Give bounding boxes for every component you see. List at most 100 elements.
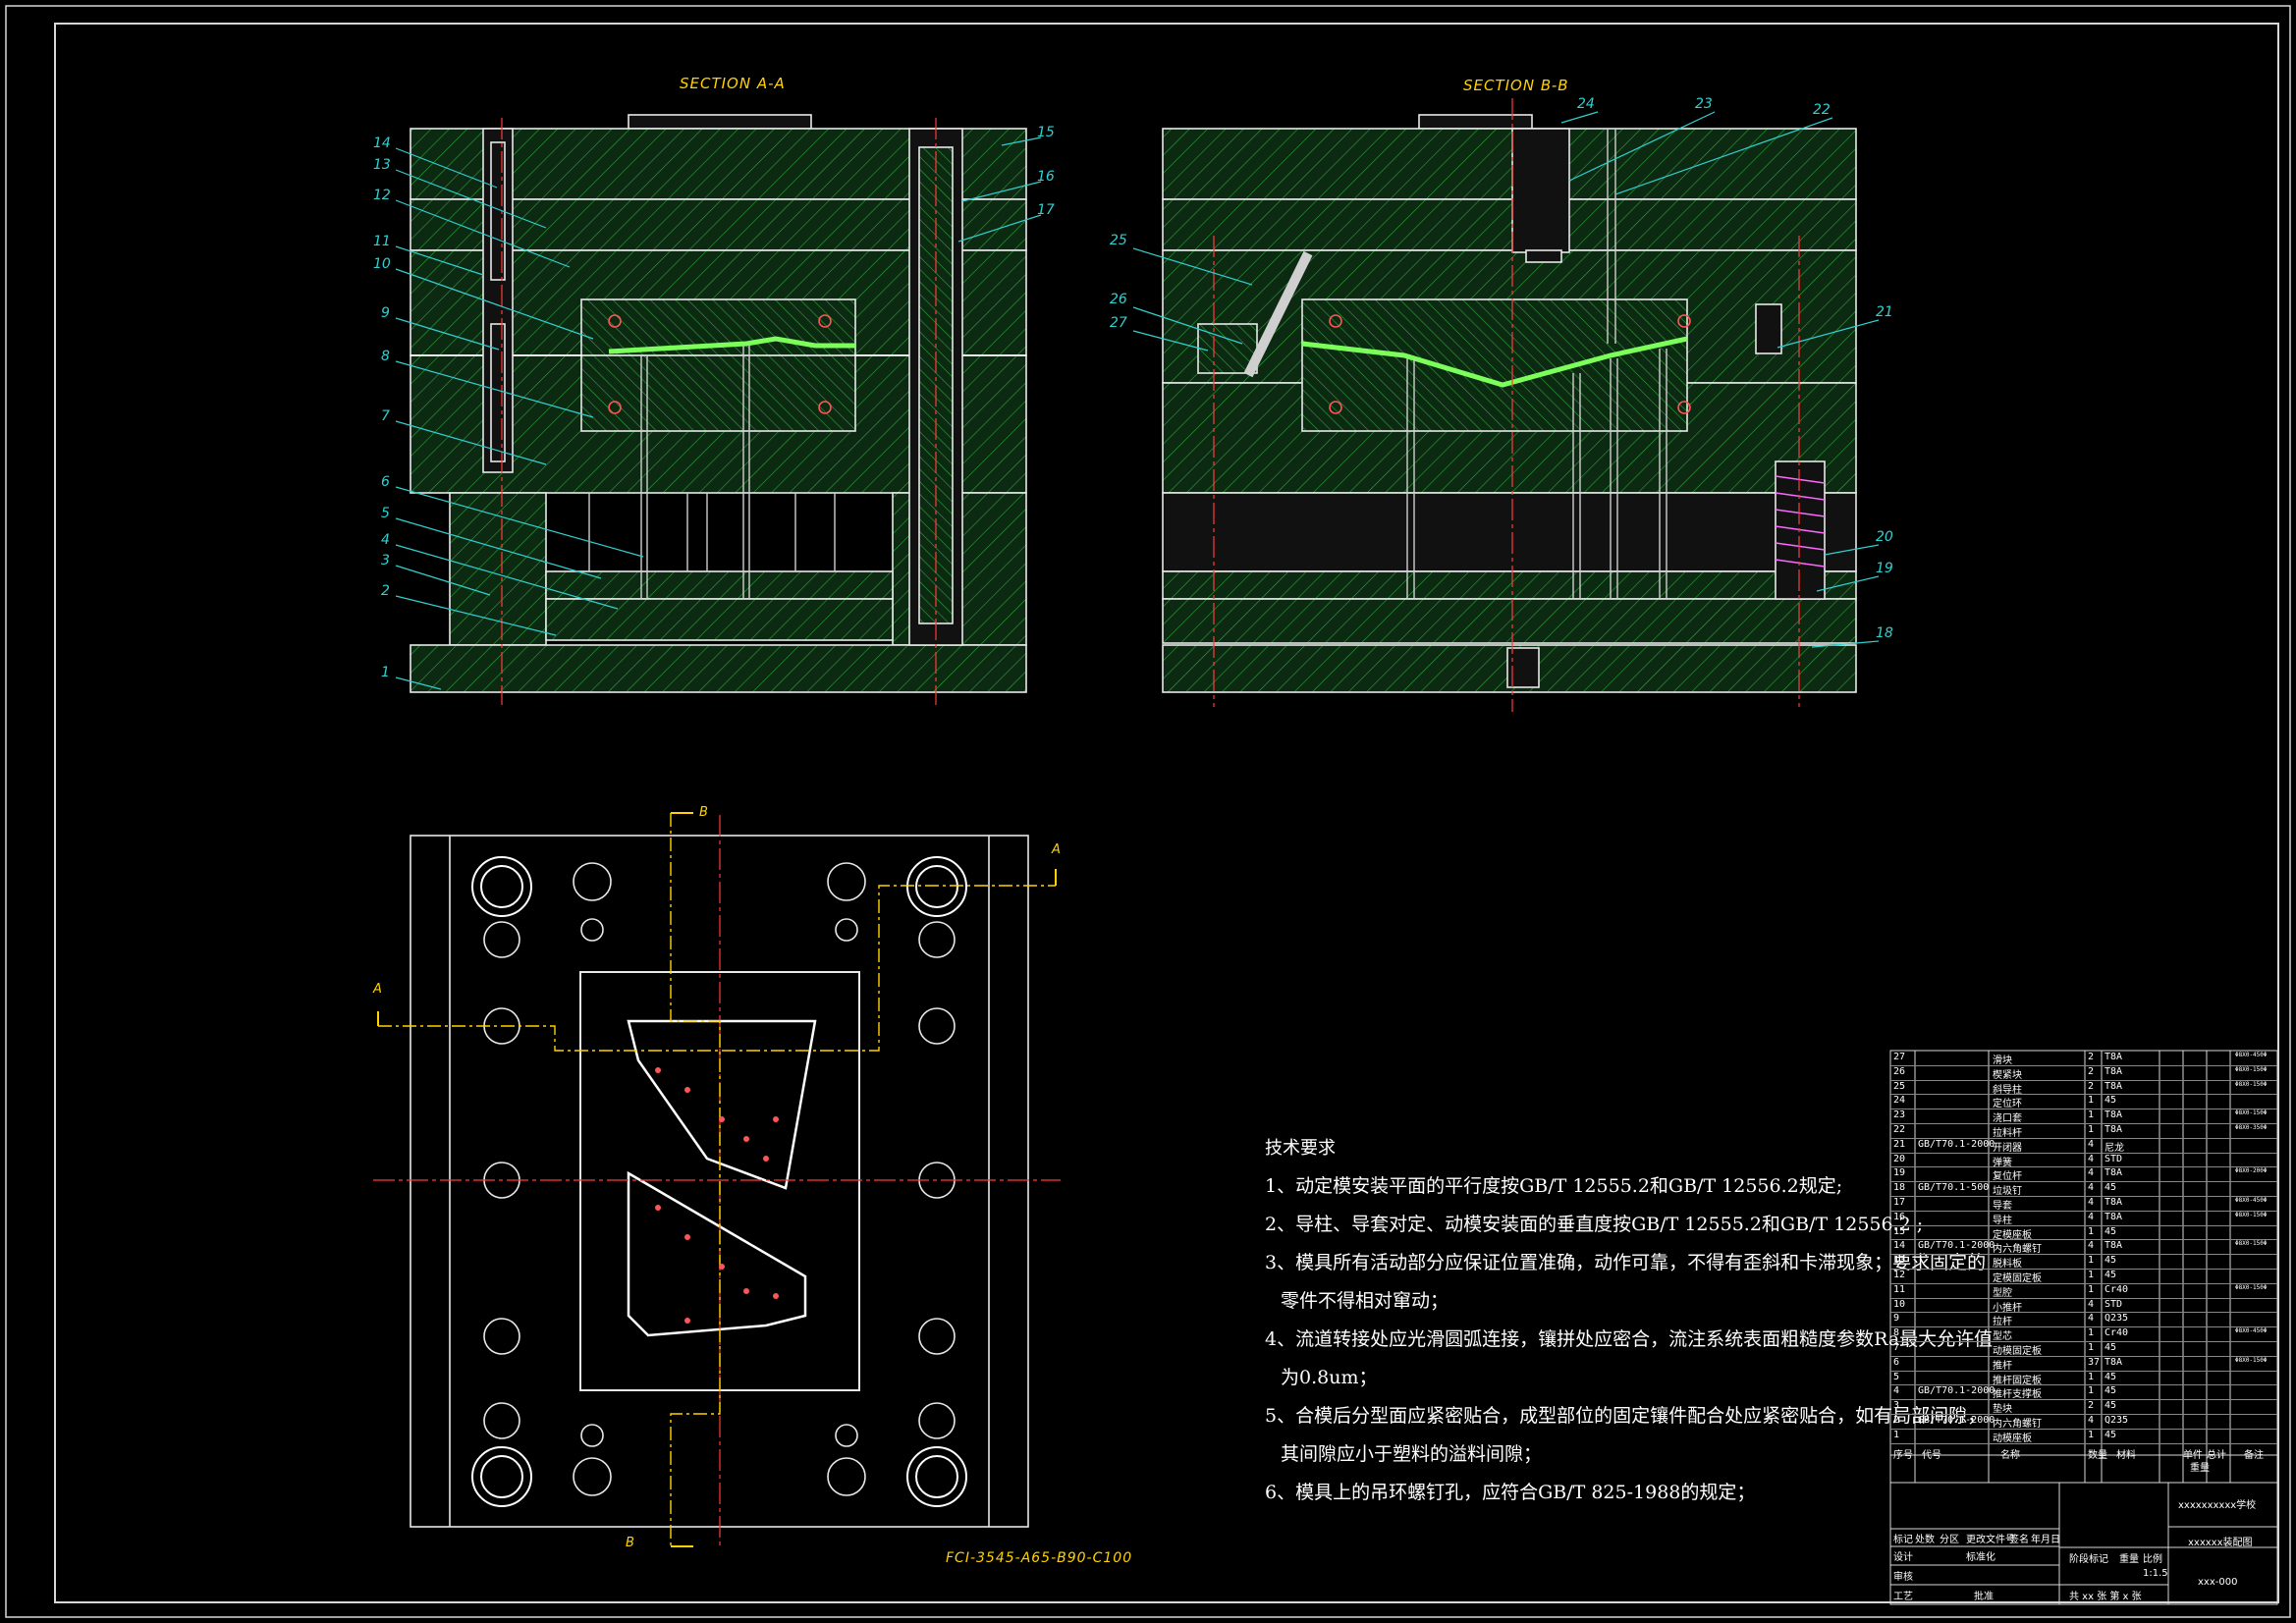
bom-cell-qty: 1 xyxy=(2088,1225,2095,1237)
bom-cell-mat: 45 xyxy=(2105,1400,2117,1412)
bom-cell-name: 内六角螺钉 xyxy=(1993,1244,2042,1256)
bom-cell-qty: 1 xyxy=(2088,1283,2095,1295)
bom-cell-note: Φ8Χ0-150Φ xyxy=(2235,1211,2268,1218)
bom-cell-mat: T8A xyxy=(2105,1124,2123,1135)
bom-cell-name: 开闭器 xyxy=(1993,1142,2022,1154)
bom-cell-mat: T8A xyxy=(2105,1109,2123,1121)
tb-label-mark: 标记 xyxy=(1893,1535,1913,1545)
callout-1: 1 xyxy=(381,665,390,680)
callout-10: 10 xyxy=(373,256,391,272)
callout-15: 15 xyxy=(1037,125,1055,140)
bom-cell-name: 动模座板 xyxy=(1993,1433,2032,1444)
bom-cell-note: Φ8Χ0-350Φ xyxy=(2235,1124,2268,1131)
tb-label-weight: 重量 xyxy=(2119,1554,2139,1565)
callout-19: 19 xyxy=(1876,561,1893,576)
bom-cell-name: 滑块 xyxy=(1993,1055,2012,1066)
callout-12: 12 xyxy=(373,188,391,203)
bom-cell-mat: T8A xyxy=(2105,1197,2123,1208)
bom-header-name: 名称 xyxy=(2000,1449,2020,1461)
bom-cell-qty: 1 xyxy=(2088,1270,2095,1280)
bom-cell-qty: 37 xyxy=(2088,1356,2101,1368)
bom-cell-no: 13 xyxy=(1893,1255,1906,1267)
bom-cell-name: 动模固定板 xyxy=(1993,1346,2042,1357)
bom-cell-note: Φ8Χ0-150Φ xyxy=(2235,1080,2268,1088)
bom-cell-note: Φ8Χ0-450Φ xyxy=(2235,1327,2268,1335)
callout-11: 11 xyxy=(373,234,391,249)
bom-cell-name: 拉料杆 xyxy=(1993,1128,2022,1139)
bom-cell-no: 6 xyxy=(1893,1356,1900,1368)
section-a-title: SECTION A-A xyxy=(680,75,786,92)
bom-cell-mat: T8A xyxy=(2105,1052,2123,1062)
bom-cell-qty: 4 xyxy=(2088,1313,2095,1325)
bom-cell-mat: 45 xyxy=(2105,1270,2117,1280)
callout-6: 6 xyxy=(381,474,390,490)
section-a-drawing xyxy=(395,114,1042,705)
bom-cell-mat: Cr40 xyxy=(2105,1283,2129,1295)
bom-cell-mat: 45 xyxy=(2105,1385,2117,1397)
tech-item: 1、动定模安装平面的平行度按GB/T 12555.2和GB/T 12556.2规… xyxy=(1265,1175,1843,1197)
bom-cell-no: 9 xyxy=(1893,1313,1900,1325)
bom-cell-qty: 1 xyxy=(2088,1342,2095,1353)
bom-cell-no: 3 xyxy=(1893,1400,1900,1412)
callout-9: 9 xyxy=(381,305,390,321)
callout-18: 18 xyxy=(1876,625,1893,641)
bom-table-grid xyxy=(1889,1050,2278,1605)
bom-cell-mat: Q235 xyxy=(2105,1313,2129,1325)
tech-item-cont: 零件不得相对窜动； xyxy=(1281,1290,1449,1312)
bom-cell-name: 内六角螺钉 xyxy=(1993,1419,2042,1430)
bom-cell-qty: 2 xyxy=(2088,1065,2095,1077)
bom-cell-mat: T8A xyxy=(2105,1080,2123,1092)
callout-14: 14 xyxy=(373,135,391,151)
bom-cell-name: 复位杆 xyxy=(1993,1171,2022,1183)
tb-label-design: 设计 xyxy=(1893,1552,1913,1563)
bom-cell-qty: 1 xyxy=(2088,1371,2095,1382)
bom-cell-no: 17 xyxy=(1893,1197,1906,1208)
bom-cell-mat: 45 xyxy=(2105,1095,2117,1107)
bom-cell-note: Φ8Χ0-150Φ xyxy=(2235,1283,2268,1291)
tb-label-approve: 批准 xyxy=(1974,1592,1994,1602)
bom-cell-qty: 4 xyxy=(2088,1240,2095,1252)
callout-4: 4 xyxy=(381,532,390,548)
bom-cell-no: 23 xyxy=(1893,1109,1906,1121)
bom-cell-no: 10 xyxy=(1893,1298,1906,1310)
technical-requirements: 技术要求 1、动定模安装平面的平行度按GB/T 12555.2和GB/T 125… xyxy=(1265,1129,1993,1512)
bom-cell-name: 脱料板 xyxy=(1993,1259,2022,1271)
bom-cell-name: 推杆 xyxy=(1993,1360,2012,1372)
bom-cell-no: 21 xyxy=(1893,1138,1906,1150)
bom-cell-name: 定位环 xyxy=(1993,1099,2022,1110)
tb-label-date: 年月日 xyxy=(2031,1535,2060,1545)
callout-8: 8 xyxy=(381,349,390,364)
bom-cell-std: GB/T70.1-2000 xyxy=(1918,1240,1995,1252)
callout-20: 20 xyxy=(1876,529,1893,545)
bom-cell-name: 楔紧块 xyxy=(1993,1069,2022,1081)
bom-cell-mat: Cr40 xyxy=(2105,1327,2129,1339)
bom-cell-name: 推杆支撑板 xyxy=(1993,1389,2042,1401)
tech-item-cont: 为0.8um； xyxy=(1281,1367,1378,1388)
cut-label-a-right: A xyxy=(1052,842,1061,857)
bom-cell-no: 5 xyxy=(1893,1371,1900,1382)
bom-cell-note: Φ8Χ0-150Φ xyxy=(2235,1109,2268,1117)
tech-items: 1、动定模安装平面的平行度按GB/T 12555.2和GB/T 12556.2规… xyxy=(1265,1167,1993,1512)
cut-label-b-top: B xyxy=(699,805,708,820)
part-code: FCI-3545-A65-B90-C100 xyxy=(946,1550,1133,1566)
bom-cell-note: Φ8Χ0-200Φ xyxy=(2235,1167,2268,1175)
bom-header-note: 备注 xyxy=(2244,1449,2264,1461)
bom-cell-no: 7 xyxy=(1893,1342,1900,1353)
drawing-frame xyxy=(5,5,2291,1618)
section-b-title: SECTION B-B xyxy=(1463,77,1569,94)
bom-cell-qty: 4 xyxy=(2088,1415,2095,1426)
bom-cell-std: GB/T70.1-2000 xyxy=(1918,1415,1995,1426)
